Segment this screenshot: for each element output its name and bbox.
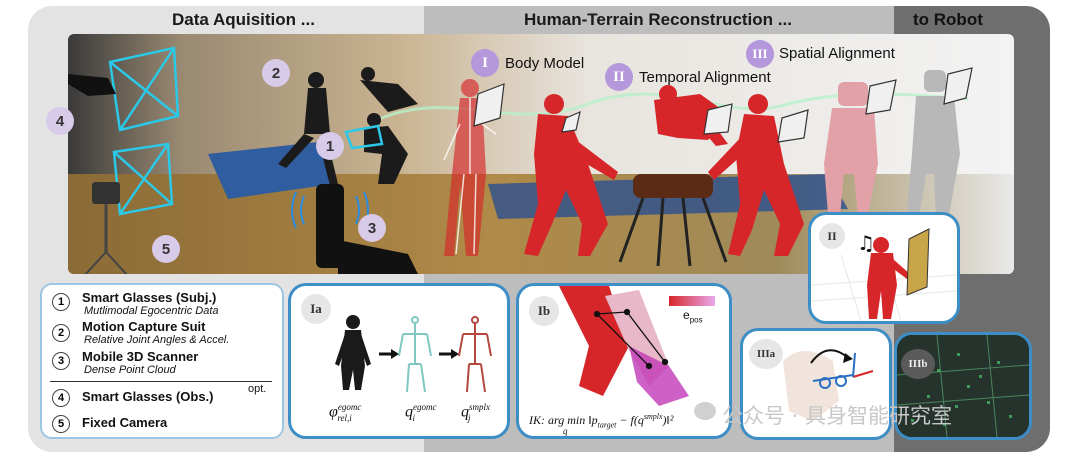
panel-Ib-tag: Ib (529, 296, 559, 326)
panel-IIIa-figure (783, 349, 874, 421)
marker-4: 4 (46, 107, 74, 135)
legend-sub-2: Relative Joint Angles & Accel. (84, 334, 230, 346)
recon-label-spatial-alignment: Spatial Alignment (779, 45, 895, 62)
legend-title-5: Fixed Camera (82, 415, 168, 430)
scene-illustration (68, 34, 1014, 274)
panel-Ia-label-q-egomc: qegomci (405, 402, 437, 423)
legend-optional-note: opt. (248, 383, 267, 395)
stage-title-acquisition: Data Aquisition ... (172, 10, 315, 29)
scene-image (68, 34, 1014, 274)
panel-II-figure (811, 228, 957, 321)
legend-title-3: Mobile 3D Scanner (82, 349, 199, 364)
legend-sub-1: Mutlimodal Egocentric Data (84, 305, 219, 317)
watermark-wechat-icon (694, 402, 716, 420)
legend-sub-3: Dense Point Cloud (84, 364, 176, 376)
marker-5: 5 (152, 235, 180, 263)
panel-Ia: Ia φegomcrel,i qegomci qsmplxj (288, 283, 510, 439)
watermark-text: 公众号 · 具身智能研究室 (722, 404, 953, 428)
music-note-icon: ♫ (857, 231, 875, 255)
panel-Ib-colorbar-label: epos (683, 308, 703, 325)
recon-numeral-III: III (746, 40, 774, 68)
recon-label-temporal-alignment: Temporal Alignment (639, 69, 771, 86)
legend-num-2: 2 (52, 324, 70, 342)
legend-box: 1 Smart Glasses (Subj.) Mutlimodal Egoce… (40, 283, 284, 439)
panel-Ia-tag: Ia (301, 294, 331, 324)
panel-Ia-figures (335, 315, 492, 393)
legend-num-3: 3 (52, 352, 70, 370)
recon-numeral-I: I (471, 49, 499, 77)
recon-numeral-II: II (605, 63, 633, 91)
legend-title-1: Smart Glasses (Subj.) (82, 290, 217, 305)
panel-II-tag: II (819, 223, 845, 249)
panel-IIIb: IIIb (894, 332, 1032, 440)
legend-title-2: Motion Capture Suit (82, 319, 206, 334)
stage-title-reconstruction: Human-Terrain Reconstruction ... (524, 10, 792, 29)
legend-divider (50, 381, 272, 382)
panel-Ib-argmin-sub: q (563, 426, 568, 436)
panel-IIIa-tag: IIIa (749, 339, 783, 369)
panel-Ia-label-phi: φegomcrel,i (329, 402, 362, 423)
panel-Ib-figure (559, 286, 715, 406)
panel-IIIa: IIIa (740, 328, 892, 440)
legend-num-1: 1 (52, 293, 70, 311)
legend-num-4: 4 (52, 389, 70, 407)
panel-Ib-equation: IK: arg min ‖ptarget − f(qsmplx)‖² (529, 412, 674, 430)
marker-1: 1 (316, 132, 344, 160)
legend-title-4: Smart Glasses (Obs.) (82, 389, 214, 404)
marker-3: 3 (358, 214, 386, 242)
recon-label-body-model: Body Model (505, 55, 585, 72)
legend-num-5: 5 (52, 415, 70, 433)
panel-IIIb-tag: IIIb (901, 349, 935, 379)
stage-title-robot: to Robot (913, 10, 983, 29)
panel-Ia-label-q-smplx: qsmplxj (461, 402, 490, 423)
panel-II: II ♫ (808, 212, 960, 324)
marker-2: 2 (262, 59, 290, 87)
